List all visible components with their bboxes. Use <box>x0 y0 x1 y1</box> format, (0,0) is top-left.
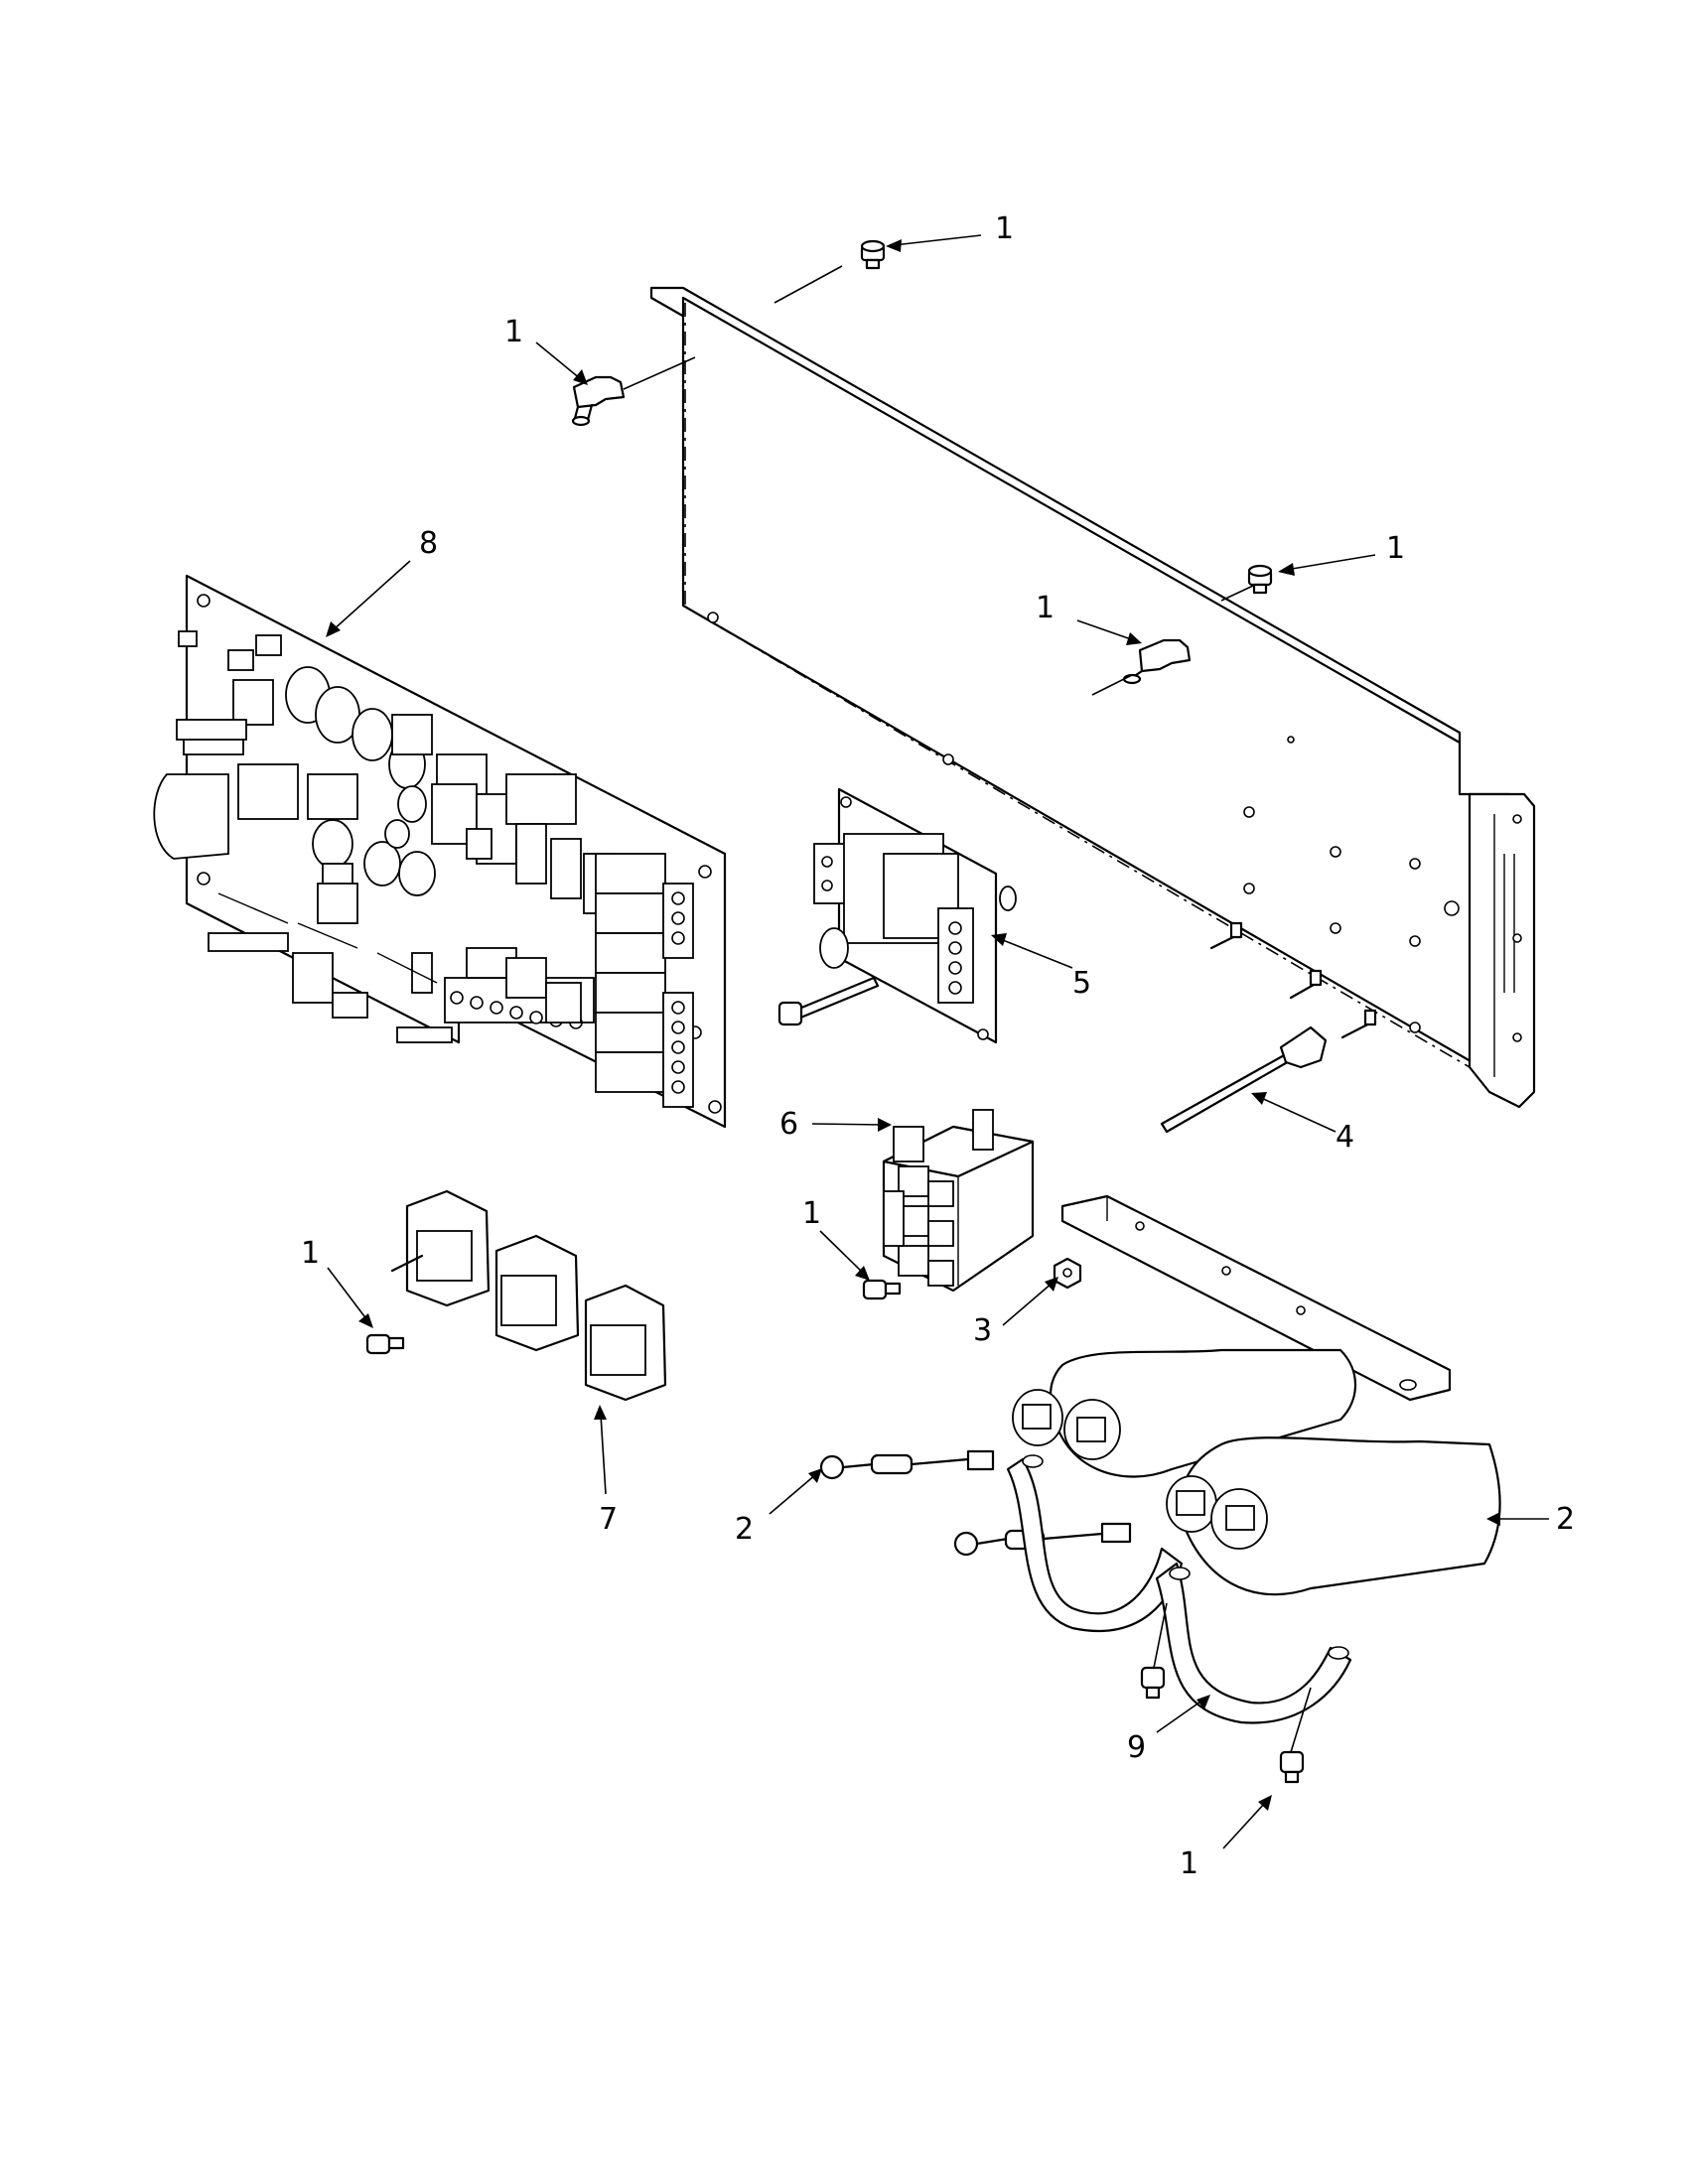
diode-upper <box>819 1449 995 1480</box>
screw-socket <box>365 1333 405 1355</box>
callout-9: 9 <box>1127 1730 1146 1765</box>
capacitor-front <box>1166 1436 1501 1596</box>
socket-left <box>390 1189 491 1307</box>
callout-6: 6 <box>779 1107 798 1142</box>
cable-tie <box>1160 1025 1328 1134</box>
screw-right <box>1247 564 1273 595</box>
capacitor-strap-rear <box>1006 1454 1184 1633</box>
screw-top <box>860 239 886 270</box>
capacitor-strap-front <box>1155 1562 1352 1724</box>
relay-bracket-assembly <box>777 787 1017 1044</box>
screw-relay <box>862 1279 902 1300</box>
callout-7: 7 <box>599 1502 618 1537</box>
nut <box>1053 1257 1082 1290</box>
callout-5: 5 <box>1072 966 1091 1001</box>
callout-1-socket-screw: 1 <box>301 1236 320 1271</box>
high-voltage-relay <box>882 1109 1035 1293</box>
mounting-panel <box>649 286 1536 1109</box>
callout-1-bottom: 1 <box>1180 1846 1198 1881</box>
capacitor-rear <box>1012 1348 1357 1478</box>
callout-4: 4 <box>1336 1120 1354 1155</box>
callout-1-relay-screw: 1 <box>802 1196 821 1231</box>
capacitor-bracket-rail <box>1060 1194 1452 1402</box>
callout-2-diode: 2 <box>735 1512 754 1547</box>
control-board <box>153 574 727 1129</box>
socket-right <box>584 1284 667 1402</box>
callout-1-middle: 1 <box>1036 591 1055 625</box>
callout-3: 3 <box>973 1313 992 1348</box>
callout-2-capacitor: 2 <box>1556 1502 1575 1537</box>
callout-1-right: 1 <box>1386 531 1405 566</box>
screw-strap-right <box>1279 1750 1305 1784</box>
screw-strap-left <box>1140 1666 1166 1700</box>
callout-1-upper-left: 1 <box>504 315 523 349</box>
socket-middle <box>494 1234 580 1352</box>
callout-8: 8 <box>419 526 438 561</box>
clip-fastener-upper-left <box>571 375 626 427</box>
callout-1-top: 1 <box>995 211 1014 246</box>
